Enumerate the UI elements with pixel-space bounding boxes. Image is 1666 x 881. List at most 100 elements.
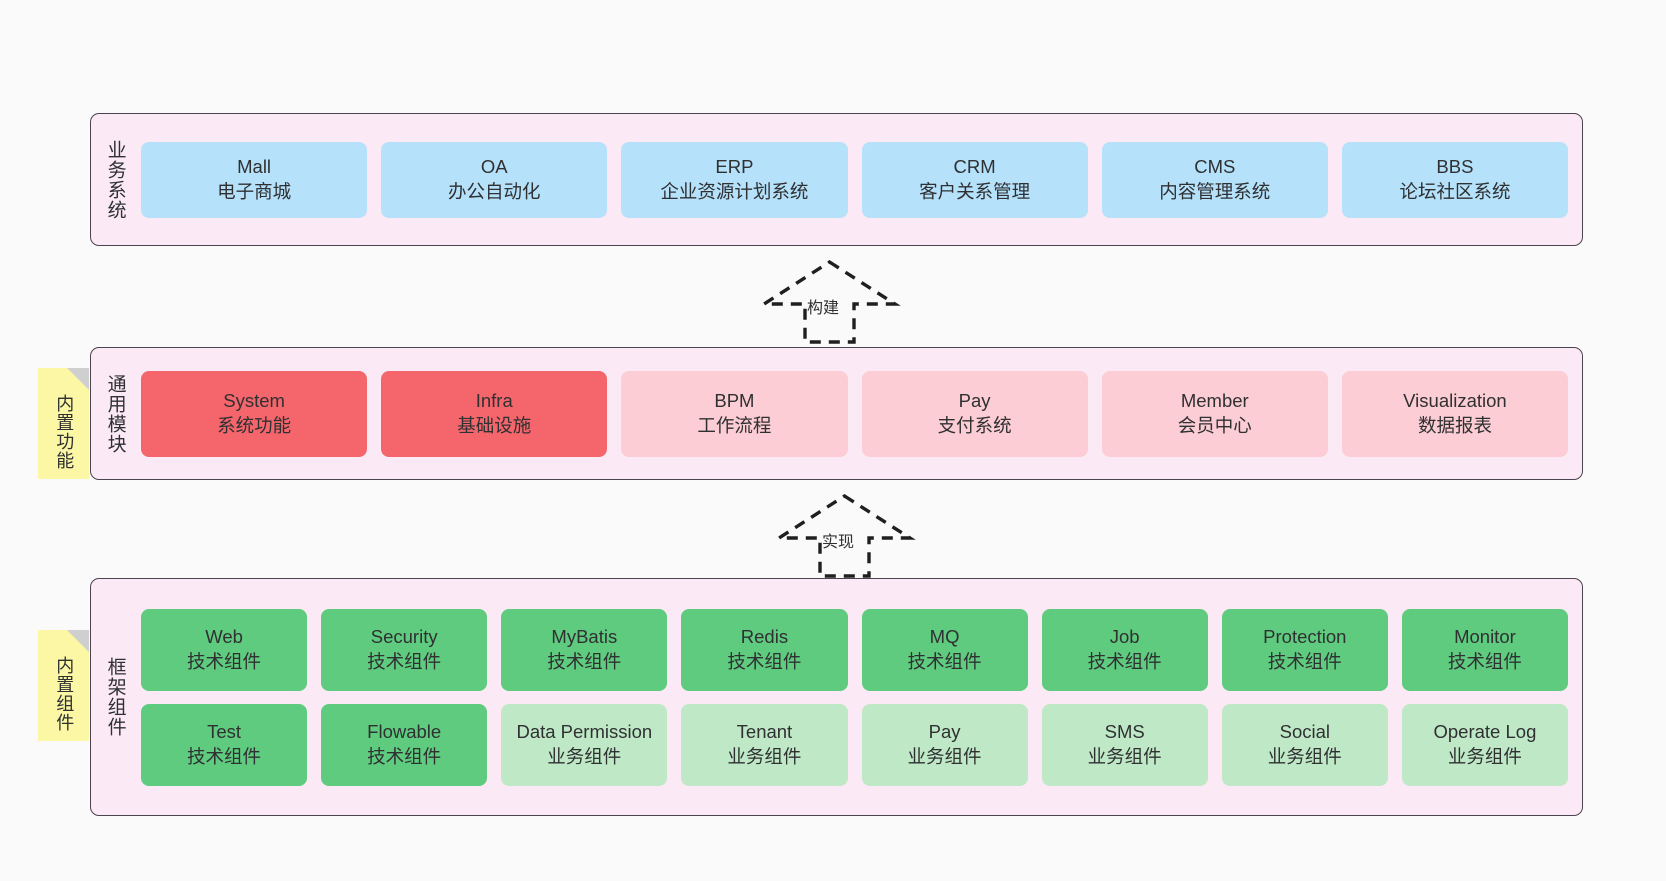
card-security[interactable]: Security 技术组件: [321, 608, 488, 691]
card-title: System: [223, 389, 285, 411]
layer-framework-components-label: 框架组件: [104, 657, 126, 737]
card-subtitle: 企业资源计划系统: [660, 180, 809, 202]
card-subtitle: 电子商城: [217, 180, 292, 202]
card-bbs[interactable]: BBS 论坛社区系统: [1341, 141, 1569, 218]
card-erp[interactable]: ERP 企业资源计划系统: [621, 141, 848, 218]
note-builtin-features: 内置功能: [38, 368, 89, 479]
card-oa[interactable]: OA 办公自动化: [381, 141, 608, 218]
build-arrow-icon: [758, 259, 901, 344]
card-mq[interactable]: MQ 技术组件: [861, 608, 1028, 691]
card-title: Monitor: [1454, 625, 1516, 647]
card-title: Operate Log: [1433, 720, 1537, 742]
card-subtitle: 业务组件: [1087, 745, 1162, 767]
card-title: Redis: [740, 625, 789, 647]
card-subtitle: 支付系统: [937, 414, 1012, 436]
card-title: Member: [1180, 389, 1249, 411]
implement-arrow-icon: [773, 493, 916, 578]
connector-implement: 实现: [772, 492, 917, 580]
card-title: Social: [1279, 720, 1330, 742]
card-subtitle: 客户关系管理: [919, 180, 1031, 202]
card-redis[interactable]: Redis 技术组件: [681, 608, 848, 691]
card-mall[interactable]: Mall 电子商城: [141, 141, 368, 218]
card-subtitle: 技术组件: [187, 650, 262, 672]
card-subtitle: 业务组件: [1447, 745, 1522, 767]
connector-build-label: 构建: [807, 300, 840, 317]
card-subtitle: 内容管理系统: [1159, 180, 1271, 202]
card-subtitle: 技术组件: [547, 650, 622, 672]
card-subtitle: 技术组件: [727, 650, 802, 672]
card-subtitle: 业务组件: [907, 745, 982, 767]
card-title: Test: [207, 720, 242, 742]
card-title: Security: [370, 625, 438, 647]
card-title: Web: [205, 625, 243, 647]
note-builtin-components-label: 内置组件: [54, 655, 75, 732]
card-subtitle: 会员中心: [1177, 414, 1252, 436]
card-subtitle: 技术组件: [187, 745, 262, 767]
card-subtitle: 技术组件: [907, 650, 982, 672]
card-subtitle: 技术组件: [1087, 650, 1162, 672]
card-title: Data Permission: [516, 720, 653, 742]
card-title: Flowable: [367, 720, 442, 742]
card-visualization[interactable]: Visualization 数据报表: [1341, 370, 1569, 457]
card-member[interactable]: Member 会员中心: [1101, 370, 1328, 457]
card-subtitle: 业务组件: [727, 745, 802, 767]
connector-implement-label: 实现: [822, 534, 855, 551]
card-title: Protection: [1263, 625, 1347, 647]
card-social[interactable]: Social 业务组件: [1221, 703, 1388, 786]
card-title: Visualization: [1403, 389, 1507, 411]
card-protection[interactable]: Protection 技术组件: [1221, 608, 1388, 691]
card-subtitle: 业务组件: [547, 745, 622, 767]
card-title: BPM: [714, 389, 755, 411]
card-subtitle: 业务组件: [1267, 745, 1342, 767]
card-title: Mall: [237, 155, 272, 177]
card-subtitle: 技术组件: [367, 650, 442, 672]
card-title: BBS: [1436, 155, 1474, 177]
card-title: OA: [480, 155, 508, 177]
card-title: MQ: [929, 625, 960, 647]
card-pay[interactable]: Pay 业务组件: [861, 703, 1028, 786]
card-web[interactable]: Web 技术组件: [141, 608, 308, 691]
card-subtitle: 技术组件: [1267, 650, 1342, 672]
card-subtitle: 技术组件: [367, 745, 442, 767]
connector-build: 构建: [757, 258, 902, 346]
card-tenant[interactable]: Tenant 业务组件: [681, 703, 848, 786]
card-title: Pay: [928, 720, 961, 742]
layer-business-system-label: 业务系统: [104, 139, 126, 220]
card-data-permission[interactable]: Data Permission 业务组件: [501, 703, 668, 786]
card-title: ERP: [715, 155, 754, 177]
note-builtin-components: 内置组件: [38, 630, 89, 741]
card-bpm[interactable]: BPM 工作流程: [621, 370, 848, 457]
card-title: Tenant: [736, 720, 793, 742]
card-flowable[interactable]: Flowable 技术组件: [321, 703, 488, 786]
card-subtitle: 论坛社区系统: [1399, 180, 1511, 202]
card-title: SMS: [1104, 720, 1145, 742]
card-title: CMS: [1194, 155, 1236, 177]
card-test[interactable]: Test 技术组件: [141, 703, 308, 786]
card-monitor[interactable]: Monitor 技术组件: [1401, 608, 1568, 691]
card-sms[interactable]: SMS 业务组件: [1041, 703, 1208, 786]
note-builtin-features-label: 内置功能: [54, 393, 75, 470]
card-subtitle: 工作流程: [697, 414, 772, 436]
card-subtitle: 办公自动化: [448, 180, 541, 202]
card-subtitle: 技术组件: [1447, 650, 1522, 672]
card-title: Infra: [475, 389, 513, 411]
card-cms[interactable]: CMS 内容管理系统: [1101, 141, 1328, 218]
card-operate-log[interactable]: Operate Log 业务组件: [1401, 703, 1568, 786]
card-subtitle: 数据报表: [1417, 414, 1492, 436]
